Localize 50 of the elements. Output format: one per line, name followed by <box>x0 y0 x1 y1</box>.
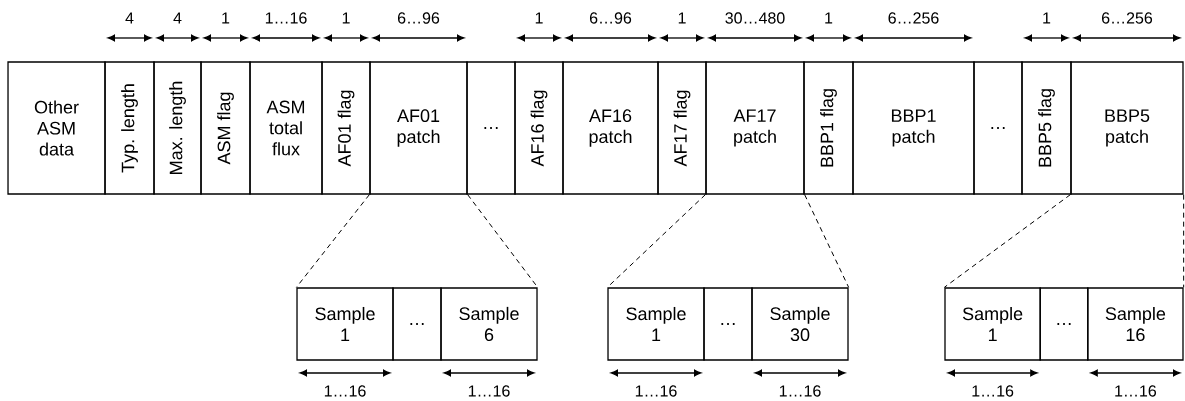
dimension-label: 6…96 <box>398 12 440 24</box>
dimension-label: 6…96 <box>590 12 632 24</box>
dimension-label: 4 <box>125 12 134 24</box>
dimension-label: 6…256 <box>888 12 939 24</box>
sample-cell: Sample 6 <box>440 287 538 361</box>
sample-cell: Sample 16 <box>1087 287 1184 361</box>
field-cell: ASM total flux <box>249 61 323 195</box>
sample-cell: Sample 30 <box>751 287 849 361</box>
flag-cell: AF16 flag <box>514 61 564 195</box>
dimension-label: 1…16 <box>265 12 307 24</box>
dimension-label: 1…16 <box>468 385 510 397</box>
dimension-label: 1 <box>342 12 350 24</box>
flag-cell: BBP5 flag <box>1021 61 1072 195</box>
flag-cell: AF01 flag <box>321 61 371 195</box>
field-cell: AF01 patch <box>369 61 468 195</box>
field-cell: AF16 patch <box>562 61 659 195</box>
sample-cell: Sample 1 <box>944 287 1041 361</box>
field-cell: AF17 patch <box>705 61 805 195</box>
dimension-label: 1 <box>678 12 686 24</box>
dimension-label: 1…16 <box>972 385 1014 397</box>
zoom-line <box>295 194 370 288</box>
field-cell: … <box>703 287 753 361</box>
flag-cell: AF17 flag <box>657 61 707 195</box>
sample-cell: Sample 1 <box>296 287 394 361</box>
dimension-label: 1…16 <box>635 385 677 397</box>
dimension-label: 1…16 <box>324 385 366 397</box>
field-cell: … <box>466 61 516 195</box>
dimension-label: 1 <box>1043 12 1051 24</box>
dimension-label: 1 <box>535 12 543 24</box>
flag-cell: ASM flag <box>200 61 251 195</box>
flag-cell: Max. length <box>153 61 202 195</box>
field-cell: BBP1 patch <box>852 61 975 195</box>
flag-cell: BBP1 flag <box>803 61 854 195</box>
dimension-label: 1…16 <box>1115 385 1157 397</box>
field-cell: … <box>1039 287 1089 361</box>
dimension-label: 6…256 <box>1102 12 1153 24</box>
dimension-label: 30…480 <box>725 12 785 24</box>
field-cell: Other ASM data <box>7 61 106 195</box>
dimension-label: 1 <box>222 12 230 24</box>
zoom-line <box>1183 194 1185 288</box>
zoom-line <box>943 194 1071 288</box>
dimension-label: 1…16 <box>779 385 821 397</box>
flag-cell: Typ. length <box>104 61 155 195</box>
field-cell: … <box>392 287 442 361</box>
dimension-label: 4 <box>173 12 182 24</box>
zoom-line <box>804 194 850 288</box>
sample-cell: Sample 1 <box>607 287 705 361</box>
field-cell: BBP5 patch <box>1070 61 1184 195</box>
dimension-label: 1 <box>825 12 833 24</box>
field-cell: … <box>973 61 1023 195</box>
